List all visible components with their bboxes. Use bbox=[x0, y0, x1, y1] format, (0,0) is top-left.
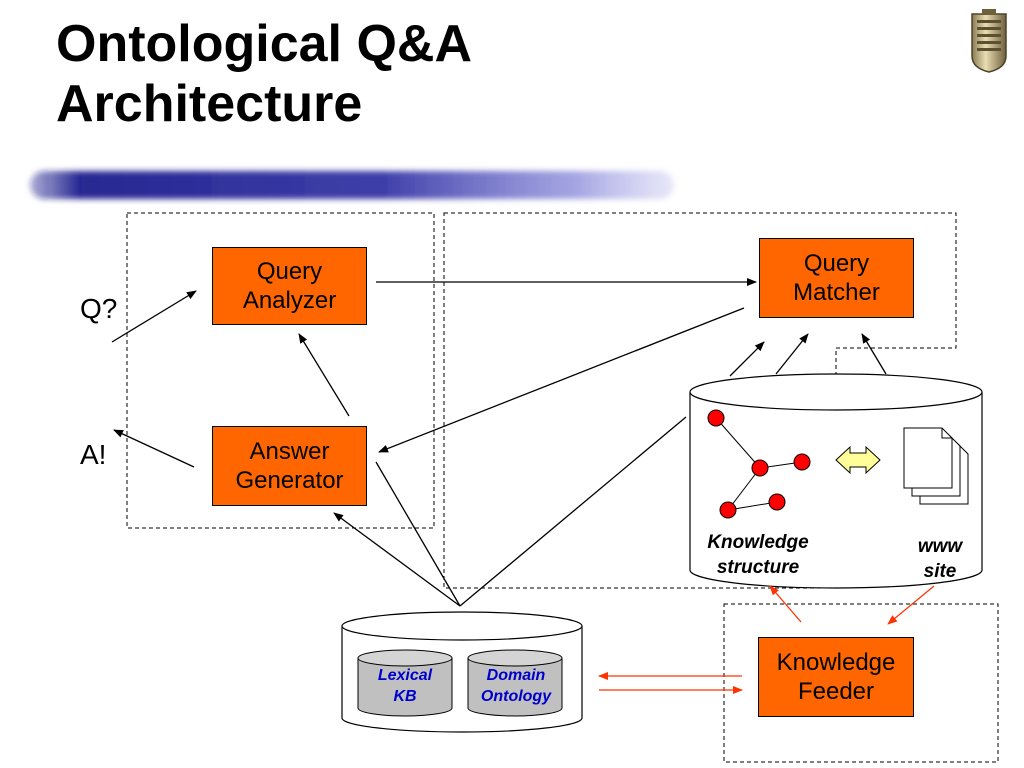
matching-layer-boundary bbox=[443, 212, 957, 589]
www-site-caption-1: www bbox=[917, 536, 963, 557]
feeder-arrows bbox=[598, 585, 935, 694]
query-matcher-label-1: Query bbox=[803, 250, 870, 277]
seal-logo bbox=[971, 9, 1007, 73]
question-label: Q? bbox=[80, 293, 118, 324]
answer-label: A! bbox=[80, 439, 107, 470]
answer-generator-label-2: Generator bbox=[235, 467, 344, 494]
lexical-kb-database-icon bbox=[357, 649, 453, 717]
www-site-caption: www site bbox=[900, 534, 980, 584]
title-line-2: Architecture bbox=[56, 75, 363, 133]
domain-ontology-label-1: Domain bbox=[486, 667, 546, 684]
query-analyzer-box: Query Analyzer bbox=[212, 247, 367, 325]
query-layer-boundary bbox=[126, 212, 435, 529]
knowledge-structure-caption-2: structure bbox=[716, 557, 800, 578]
lexical-kb-label-1: Lexical bbox=[377, 667, 433, 684]
title-line-1: Ontological Q&A bbox=[56, 15, 472, 73]
slide-title: Ontological Q&A Architecture bbox=[56, 14, 472, 134]
flow-arrows bbox=[111, 278, 887, 607]
www-site-caption-2: site bbox=[923, 561, 957, 582]
knowledge-structure-caption-1: Knowledge bbox=[707, 532, 809, 553]
knowledge-graph-icon bbox=[707, 409, 811, 519]
knowledge-feeder-box: Knowledge Feeder bbox=[758, 637, 914, 717]
query-analyzer-label-1: Query bbox=[256, 258, 323, 285]
knowledge-feeder-label-2: Feeder bbox=[797, 678, 875, 705]
title-underline-banner bbox=[30, 171, 674, 199]
knowledge-structure-caption: Knowledge structure bbox=[690, 530, 826, 580]
domain-ontology-label: Domain Ontology bbox=[468, 665, 564, 707]
knowledge-feeder-label-1: Knowledge bbox=[776, 649, 896, 676]
lexical-kb-label-2: KB bbox=[393, 688, 417, 705]
domain-ontology-label-2: Ontology bbox=[480, 688, 552, 705]
answer-generator-box: Answer Generator bbox=[212, 426, 367, 506]
document-stack-icon bbox=[903, 427, 969, 505]
answer-generator-label-1: Answer bbox=[249, 438, 330, 465]
domain-ontology-database-icon bbox=[467, 649, 563, 717]
lexical-kb-label: Lexical KB bbox=[358, 665, 452, 707]
double-arrow-icon bbox=[835, 445, 881, 475]
query-matcher-box: Query Matcher bbox=[759, 238, 914, 318]
feeder-layer-boundary bbox=[723, 603, 999, 763]
query-analyzer-label-2: Analyzer bbox=[242, 287, 337, 314]
query-matcher-label-2: Matcher bbox=[793, 279, 880, 306]
